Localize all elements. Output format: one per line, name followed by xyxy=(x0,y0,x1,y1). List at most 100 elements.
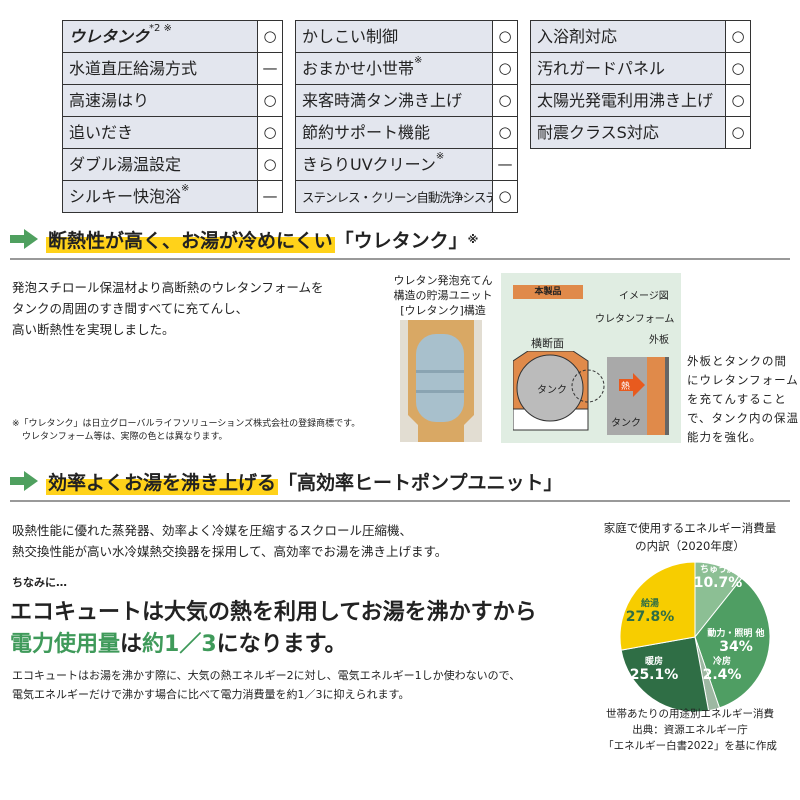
feature-mark: ○ xyxy=(725,21,750,52)
footnote-line: ウレタンフォーム等は、実際の色とは異なります。 xyxy=(22,432,228,442)
feature-row: ステンレス・クリーン自動洗浄システム○ xyxy=(296,181,517,213)
feature-name: おまかせ小世帯 xyxy=(302,59,415,78)
side-description: 外板とタンクの間 にウレタンフォーム を充てんすること で、タンク内の保温 能力… xyxy=(687,352,799,447)
feature-label: きらりUVクリーン※ xyxy=(296,149,492,180)
source-line: 出典：資源エネルギー庁 xyxy=(632,724,748,736)
side-line: 外板とタンクの間 xyxy=(687,354,787,368)
heat-label: 熱 xyxy=(621,382,631,392)
feature-row: 来客時満タン沸き上げ ○ xyxy=(296,85,517,117)
title-line: 家庭で使用するエネルギー消費量 xyxy=(603,521,777,535)
slice-label: 動力・照明 他 xyxy=(707,627,764,639)
feature-name: 高速湯はり xyxy=(69,91,150,110)
feature-mark: ○ xyxy=(725,117,750,148)
feature-label: ウレタンク*2 ※ xyxy=(63,21,257,52)
tank-label: タンク xyxy=(537,385,567,396)
section1-body: 発泡スチロール保温材より高断熱のウレタンフォームを タンクの周囲のすき間すべてに… xyxy=(12,277,324,340)
caption-line: [ウレタンク]構造 xyxy=(400,304,486,317)
section2-small: エコキュートはお湯を沸かす際に、大気の熱エネルギー2に対し、電気エネルギー1しか… xyxy=(12,666,520,704)
side-line: にウレタンフォーム xyxy=(687,373,799,387)
urethane-label: ウレタンフォーム xyxy=(595,314,675,325)
divider xyxy=(10,500,790,502)
feature-row: おまかせ小世帯※○ xyxy=(296,53,517,85)
feature-row: かしこい制御 ○ xyxy=(296,21,517,53)
feature-mark: ○ xyxy=(492,85,517,116)
side-line: 能力を強化。 xyxy=(687,430,762,444)
image-note: イメージ図 xyxy=(619,291,669,302)
footnote-line: ※「ウレタンク」は日立グローバルライフソリューションズ株式会社の登録商標です。 xyxy=(12,419,361,429)
body-line: 吸熱性能に優れた蒸発器、効率よく冷媒を圧縮するスクロール圧縮機、 xyxy=(12,523,413,538)
feature-note: ※ xyxy=(181,183,190,194)
feature-label: 汚れガードパネル xyxy=(531,53,725,84)
feature-name: ステンレス・クリーン自動洗浄システム xyxy=(302,190,492,205)
feature-note: ※ xyxy=(435,151,445,162)
feature-table-3: 入浴剤対応○汚れガードパネル○太陽光発電利用沸き上げ○耐震クラスS対応○ xyxy=(530,20,751,149)
feature-note: ※ xyxy=(414,55,423,66)
feature-label: 入浴剤対応 xyxy=(531,21,725,52)
arrow-right-icon xyxy=(10,471,38,491)
feature-label: ダブル湯温設定 xyxy=(63,149,257,180)
feature-mark: ○ xyxy=(725,85,750,116)
tank-illustration xyxy=(400,320,482,442)
small-line: エコキュートはお湯を沸かす際に、大気の熱エネルギー2に対し、電気エネルギー1しか… xyxy=(12,669,521,682)
feature-label: 太陽光発電利用沸き上げ xyxy=(531,85,725,116)
side-line: を充てんすること xyxy=(687,392,787,406)
headline-2: 電力使用量は約1／3になります。 xyxy=(10,626,346,658)
section1-heading: 断熱性が高く、お湯が冷めにくい 「ウレタンク」 ※ xyxy=(10,224,478,254)
feature-row: 高速湯はり○ xyxy=(63,85,282,117)
pie-slice xyxy=(619,561,696,651)
slice-label: 冷房 xyxy=(713,655,731,667)
feature-mark: — xyxy=(257,181,282,212)
product-badge: 本製品 xyxy=(513,285,583,299)
feature-label: 耐震クラスS対応 xyxy=(531,117,725,148)
outer-plate-label: 外板 xyxy=(649,335,669,346)
feature-mark: ○ xyxy=(492,21,517,52)
feature-mark: ○ xyxy=(257,21,282,52)
feature-row: 耐震クラスS対応 ○ xyxy=(531,117,750,149)
slice-label: 給湯 xyxy=(641,597,659,609)
slice-label: ちゅう房 xyxy=(700,563,736,575)
feature-name: 入浴剤対応 xyxy=(537,27,618,46)
side-line: で、タンク内の保温 xyxy=(687,411,800,425)
section2-body: 吸熱性能に優れた蒸発器、効率よく冷媒を圧縮するスクロール圧縮機、 熱交換性能が高… xyxy=(12,520,447,562)
source-line: 「エネルギー白書2022」を基に作成 xyxy=(603,740,777,752)
feature-label: 来客時満タン沸き上げ xyxy=(296,85,492,116)
feature-name: 耐震クラスS対応 xyxy=(537,123,659,142)
heading-rest: 「高効率ヒートポンプユニット」 xyxy=(278,471,563,494)
heading-highlight: 断熱性が高く、お湯が冷めにくい xyxy=(46,225,335,253)
feature-row: ダブル湯温設定○ xyxy=(63,149,282,181)
feature-table-2: かしこい制御○おまかせ小世帯※○来客時満タン沸き上げ○節約サポート機能○きらりU… xyxy=(295,20,518,213)
divider xyxy=(10,258,790,260)
feature-mark: ○ xyxy=(492,53,517,84)
feature-name: ダブル湯温設定 xyxy=(69,155,182,174)
feature-row: 節約サポート機能○ xyxy=(296,117,517,149)
feature-note: *2 ※ xyxy=(149,23,172,34)
pie-slice xyxy=(694,577,771,709)
feature-mark: ○ xyxy=(257,117,282,148)
feature-label: おまかせ小世帯※ xyxy=(296,53,492,84)
text: になります。 xyxy=(216,632,347,657)
feature-name: 汚れガードパネル xyxy=(537,59,666,78)
caption-line: 構造の貯湯ユニット xyxy=(393,289,493,302)
tank-label-2: タンク xyxy=(611,418,641,429)
slice-value: 2.4% xyxy=(703,667,742,683)
feature-name: 来客時満タン沸き上げ xyxy=(302,91,463,110)
feature-name: 太陽光発電利用沸き上げ xyxy=(537,91,714,110)
feature-mark: ○ xyxy=(492,181,517,212)
feature-label: 高速湯はり xyxy=(63,85,257,116)
feature-row: きらりUVクリーン※— xyxy=(296,149,517,181)
chart-source: 世帯あたりの用途別エネルギー消費 出典：資源エネルギー庁 「エネルギー白書202… xyxy=(582,706,798,754)
feature-mark: — xyxy=(257,53,282,84)
feature-table-1: ウレタンク*2 ※○水道直圧給湯方式—高速湯はり○追いだき○ダブル湯温設定○シル… xyxy=(62,20,283,213)
section1-footnote: ※「ウレタンク」は日立グローバルライフソリューションズ株式会社の登録商標です。 … xyxy=(12,418,360,444)
feature-name: 水道直圧給湯方式 xyxy=(69,59,198,78)
tank-cross-section xyxy=(513,351,669,435)
arrow-right-icon xyxy=(10,229,38,249)
image-caption: ウレタン発泡充てん 構造の貯湯ユニット [ウレタンク]構造 xyxy=(393,273,493,318)
feature-name: かしこい制御 xyxy=(302,27,399,46)
feature-row: 入浴剤対応 ○ xyxy=(531,21,750,53)
heading-highlight: 効率よくお湯を沸き上げる xyxy=(46,467,279,495)
feature-row: 汚れガードパネル○ xyxy=(531,53,750,85)
aside-label: ちなみに… xyxy=(12,576,67,589)
cross-section-diagram: 本製品 イメージ図 ウレタンフォーム 外板 横断面 タンク タンク 熱 xyxy=(501,273,681,443)
caption-line: ウレタン発泡充てん xyxy=(393,274,493,287)
